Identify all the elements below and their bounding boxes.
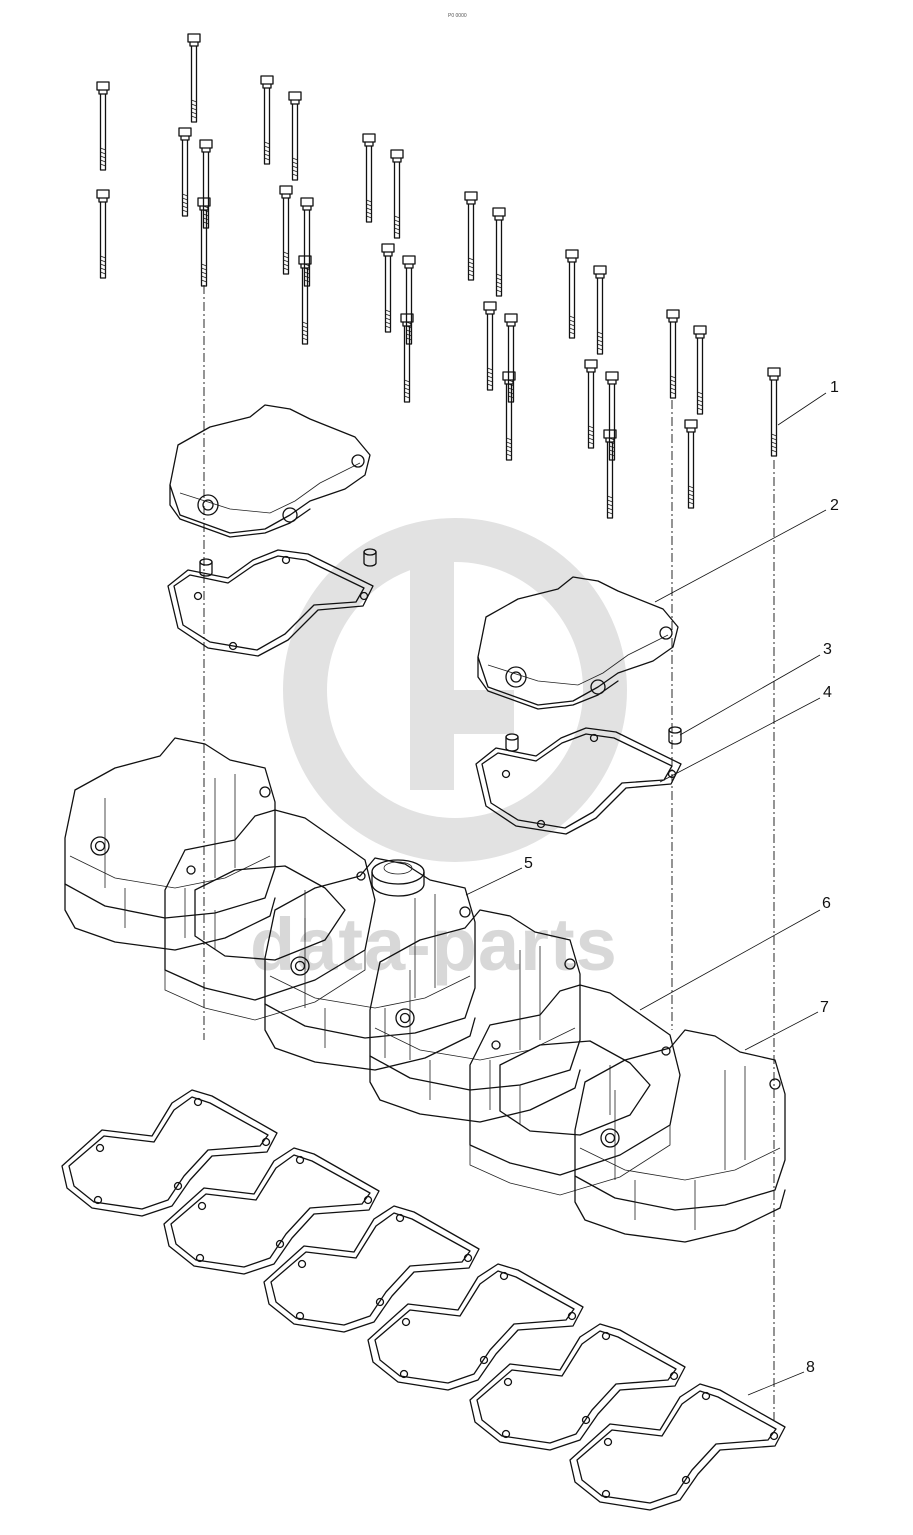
leader-lines (465, 392, 827, 1396)
watermark-text: data-parts (250, 903, 618, 986)
callout-3: 3 (823, 641, 832, 658)
valve-cover-lower-4 (574, 1029, 786, 1243)
callout-7: 7 (820, 999, 829, 1016)
callout-6: 6 (822, 895, 831, 912)
callout-2: 2 (830, 497, 839, 514)
valve-cover-lower-2 (264, 857, 476, 1071)
valve-cover-upper-left (169, 404, 371, 538)
callout-8: 8 (806, 1359, 815, 1376)
watermark-logo (283, 518, 627, 862)
callout-5: 5 (524, 855, 533, 872)
valve-cover-lower-1 (64, 737, 276, 951)
callout-1: 1 (830, 379, 839, 396)
gasket-bottom-set (61, 1089, 786, 1511)
bolt-set (96, 33, 781, 519)
callout-4: 4 (823, 684, 832, 701)
figure-code: P0 0000 (448, 13, 467, 19)
